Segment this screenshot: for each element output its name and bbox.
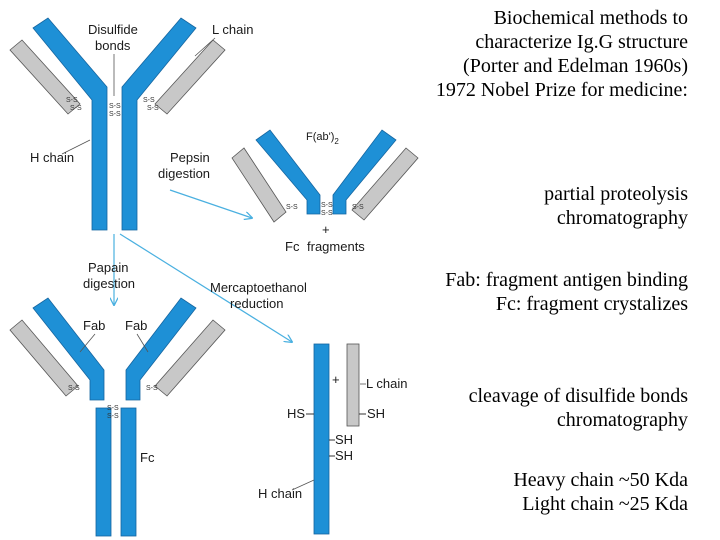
pepsin-arrow — [169, 189, 252, 218]
svg-text:S-S: S-S — [146, 385, 158, 392]
fab-right-light-chain — [154, 319, 226, 397]
fab2-light-chain-left — [231, 147, 287, 223]
fab-right-heavy-chain — [125, 297, 197, 401]
reduction-label: Mercaptoethanol — [210, 280, 307, 295]
intro-line-2: characterize Ig.G structure — [475, 31, 688, 53]
weights-text: Heavy chain ~50 Kda Light chain ~25 Kda — [513, 468, 688, 516]
svg-text:S-S: S-S — [68, 385, 80, 392]
papain-label-2: digestion — [83, 276, 135, 291]
papain-label: Papain — [88, 260, 128, 275]
light-chain-left — [9, 39, 81, 115]
svg-text:S-S: S-S — [321, 202, 333, 209]
fab2-heavy-chain-right — [332, 129, 397, 215]
reduced-l-chain-label: L chain — [366, 376, 407, 391]
intro-line-4: 1972 Nobel Prize for medicine: — [435, 79, 688, 101]
fc-heavy-chain-left — [95, 407, 112, 537]
fab-right-label: Fab — [125, 318, 147, 333]
cleavage-text: cleavage of disulfide bonds chromatograp… — [469, 384, 688, 432]
reduced-h-chain-label: H chain — [258, 486, 302, 501]
svg-text:S-S: S-S — [109, 111, 121, 118]
papain-branch: Papain digestion S-S S-S S-S S-S Fab Fab… — [9, 234, 226, 537]
reduction-label-2: reduction — [230, 296, 283, 311]
intro-text: Biochemical methods to characterize Ig.G… — [436, 6, 688, 102]
intro-line-1: Biochemical methods to — [493, 7, 688, 29]
reduction-arrow — [119, 233, 292, 342]
heavy-chain-right — [121, 17, 197, 231]
sh-heavy-label-1: SH — [335, 432, 353, 447]
fragments-text: Fab: fragment antigen binding Fc: fragme… — [445, 268, 688, 316]
fab2-light-chain-right — [351, 147, 419, 221]
svg-text:S-S: S-S — [143, 97, 155, 104]
reduction-branch: Mercaptoethanol reduction + L chain HS S… — [119, 233, 407, 535]
svg-text:S-S: S-S — [107, 405, 119, 412]
fragments-line-2: Fc: fragment crystalizes — [495, 293, 688, 315]
svg-text:S-S: S-S — [107, 413, 119, 420]
svg-text:S-S: S-S — [70, 105, 82, 112]
pepsin-branch: Pepsin digestion S-S S-S S-S S-S F(ab')2… — [158, 129, 419, 254]
heavy-chain-left — [32, 17, 108, 231]
cleavage-line-2: chromatography — [556, 409, 688, 431]
intro-line-3: (Porter and Edelman 1960s) — [463, 55, 688, 77]
fab-left-light-chain — [9, 319, 79, 397]
methods-line-2: chromatography — [556, 207, 688, 229]
fragments-line-1: Fab: fragment antigen binding — [445, 269, 688, 291]
cleavage-line-1: cleavage of disulfide bonds — [468, 385, 688, 407]
h-chain-label: H chain — [30, 150, 74, 165]
pepsin-plus: + — [322, 222, 330, 237]
l-chain-label: L chain — [212, 22, 253, 37]
fab2-label: F(ab')2 — [306, 131, 339, 146]
reduced-light-chain — [346, 343, 360, 427]
fab-left-label: Fab — [83, 318, 105, 333]
weights-line-2: Light chain ~25 Kda — [522, 493, 688, 515]
reduction-plus: + — [332, 372, 340, 387]
sh-heavy-label-2: SH — [335, 448, 353, 463]
pepsin-label: Pepsin — [170, 150, 210, 165]
fc-label: Fc — [140, 450, 155, 465]
svg-text:S-S: S-S — [352, 204, 364, 211]
intact-antibody: S-S S-S S-S S-S S-S S-S Disulfide bonds … — [9, 17, 253, 231]
disulfide-bonds-label: Disulfide — [88, 22, 138, 37]
disulfide-bonds-label-2: bonds — [95, 38, 131, 53]
svg-text:S-S: S-S — [147, 105, 159, 112]
fab2-heavy-chain-left — [255, 129, 321, 215]
reduced-heavy-chain — [313, 343, 330, 535]
methods-line-1: partial proteolysis — [544, 183, 688, 205]
hs-label: HS — [287, 406, 305, 421]
svg-text:S-S: S-S — [66, 97, 78, 104]
sh-light-label: SH — [367, 406, 385, 421]
pepsin-fragments-label: fragments — [307, 239, 365, 254]
svg-text:S-S: S-S — [286, 204, 298, 211]
light-chain-right — [154, 39, 226, 115]
fab-left-heavy-chain — [32, 297, 105, 401]
methods-text: partial proteolysis chromatography — [544, 182, 688, 230]
svg-text:S-S: S-S — [109, 103, 121, 110]
svg-text:S-S: S-S — [321, 210, 333, 217]
weights-line-1: Heavy chain ~50 Kda — [513, 469, 688, 491]
fc-heavy-chain-right — [120, 407, 137, 537]
pepsin-fc-label: Fc — [285, 239, 300, 254]
pepsin-label-2: digestion — [158, 166, 210, 181]
